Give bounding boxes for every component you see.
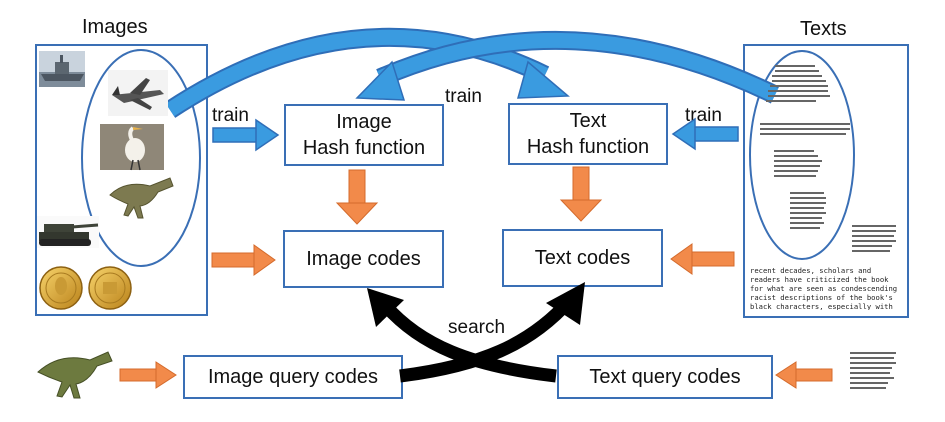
train-label-left: train [212, 105, 249, 126]
text-document-paragraph: recent decades, scholars and readers hav… [750, 266, 898, 310]
query-text-document [850, 352, 896, 389]
text-document-lines [760, 65, 896, 252]
black-search-arrows [367, 282, 585, 383]
warship-image [39, 51, 85, 87]
orange-arrow-query-text [775, 361, 833, 389]
train-arrow-left [212, 118, 280, 152]
orange-arrow-text-hash-to-codes [559, 166, 603, 222]
orange-arrow-query-image [119, 361, 177, 389]
blue-curved-arrow-to-text-hash [164, 27, 570, 118]
text-hash-line1: Text [569, 110, 607, 132]
tank-image [37, 216, 99, 248]
search-label: search [448, 317, 506, 338]
image-hash-line2: Hash function [302, 137, 426, 159]
text-hash-function-box: Text Hash function [508, 103, 668, 165]
train-arrow-right [671, 117, 739, 151]
blue-curved-arrow-to-image-hash [355, 30, 780, 104]
query-dinosaur-image [37, 351, 113, 399]
gold-coins-image [39, 266, 132, 310]
text-hash-line2: Hash function [526, 136, 650, 158]
texts-heading: Texts [800, 18, 847, 40]
image-query-codes-box: Image query codes [183, 355, 403, 399]
train-label-center: train [445, 86, 482, 107]
fighter-jet-image [108, 70, 168, 116]
orange-arrow-images-to-codes [211, 244, 276, 276]
egret-image [100, 124, 164, 171]
dinosaur-image [109, 177, 174, 219]
image-hash-function-box: Image Hash function [284, 104, 444, 166]
text-query-codes-box: Text query codes [557, 355, 773, 399]
image-hash-line1: Image [336, 111, 392, 133]
text-codes-box: Text codes [502, 229, 663, 287]
orange-arrow-texts-to-codes [670, 243, 735, 275]
image-codes-box: Image codes [283, 230, 444, 288]
images-heading: Images [82, 16, 148, 38]
orange-arrow-image-hash-to-codes [335, 169, 379, 225]
